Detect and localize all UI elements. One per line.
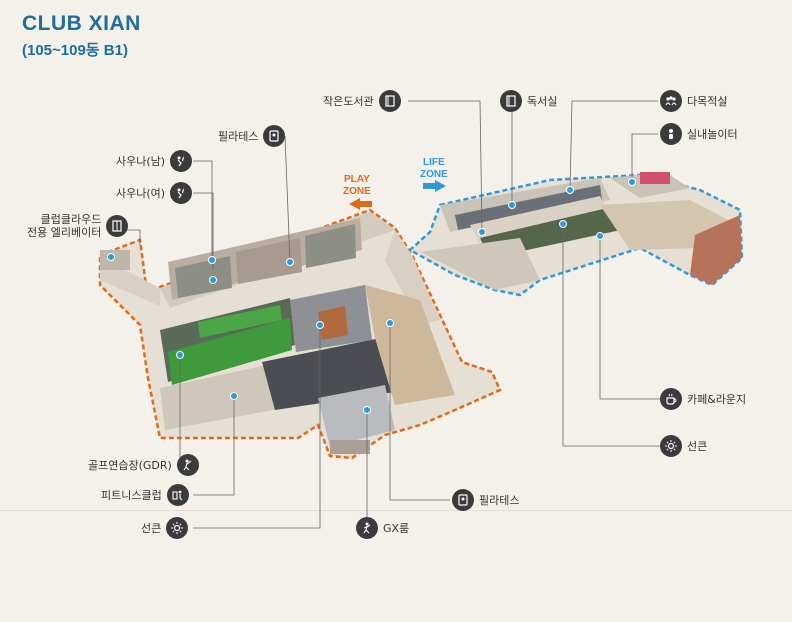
- marker-golf: [176, 351, 184, 359]
- label-sunken-right[interactable]: 선큰: [660, 435, 712, 457]
- title-name: CLUB XIAN: [22, 12, 141, 35]
- marker-pilates-bottom: [386, 319, 394, 327]
- marker-cafe: [596, 232, 604, 240]
- book-icon: [500, 90, 522, 112]
- label-multipurpose-room[interactable]: 다목적실: [660, 90, 732, 112]
- label-fitness-club[interactable]: 피트니스클럽: [96, 484, 189, 506]
- label-indoor-playground[interactable]: 실내놀이터: [660, 123, 743, 145]
- people-icon: [660, 90, 682, 112]
- pilates-icon: [452, 489, 474, 511]
- marker-fitness: [230, 392, 238, 400]
- label-sauna-male[interactable]: 사우나(남): [111, 150, 193, 172]
- marker-small-library: [478, 228, 486, 236]
- label-sauna-female[interactable]: 사우나(여): [111, 182, 193, 204]
- marker-gx: [363, 406, 371, 414]
- title-subtitle: (105~109동 B1): [22, 42, 128, 59]
- golf-icon: [176, 454, 199, 476]
- play-zone-arrow: [349, 198, 372, 210]
- play-zone-floor: [98, 208, 502, 460]
- marker-pilates-top: [286, 258, 294, 266]
- sauna-icon: [170, 182, 193, 204]
- coffee-icon: [660, 388, 682, 410]
- sauna-icon: [170, 150, 193, 172]
- label-gx-room[interactable]: GX룸: [356, 517, 414, 539]
- leader-lines: [126, 100, 660, 529]
- label-pilates-top[interactable]: 필라테스: [213, 125, 286, 147]
- marker-sauna-male: [208, 256, 216, 264]
- book-icon: [378, 90, 401, 112]
- marker-reading-room: [508, 201, 516, 209]
- location-markers: [107, 178, 636, 414]
- label-cafe-lounge[interactable]: 카페&라운지: [660, 388, 751, 410]
- dance-icon: [356, 517, 378, 539]
- label-golf-range[interactable]: 골프연습장(GDR): [83, 454, 199, 476]
- page-title: CLUB XIAN (105~109동 B1): [22, 12, 141, 60]
- label-small-library[interactable]: 작은도서관: [318, 90, 401, 112]
- marker-elevator: [107, 253, 115, 261]
- marker-playground: [628, 178, 636, 186]
- life-zone-floor: [407, 172, 744, 297]
- marker-sunken-left: [316, 321, 324, 329]
- sun-icon: [166, 517, 189, 539]
- marker-sauna-female: [209, 276, 217, 284]
- label-sunken-left[interactable]: 선큰: [136, 517, 189, 539]
- label-reading-room[interactable]: 독서실: [500, 90, 562, 112]
- child-icon: [660, 123, 682, 145]
- elevator-icon: [106, 215, 129, 237]
- pilates-icon: [263, 125, 286, 147]
- divider-line: [0, 510, 792, 511]
- fitness-icon: [166, 484, 189, 506]
- sun-icon: [660, 435, 682, 457]
- life-zone-arrow: [423, 180, 446, 192]
- marker-sunken-right: [559, 220, 567, 228]
- label-pilates-bottom[interactable]: 필라테스: [452, 489, 524, 511]
- marker-multipurpose: [566, 186, 574, 194]
